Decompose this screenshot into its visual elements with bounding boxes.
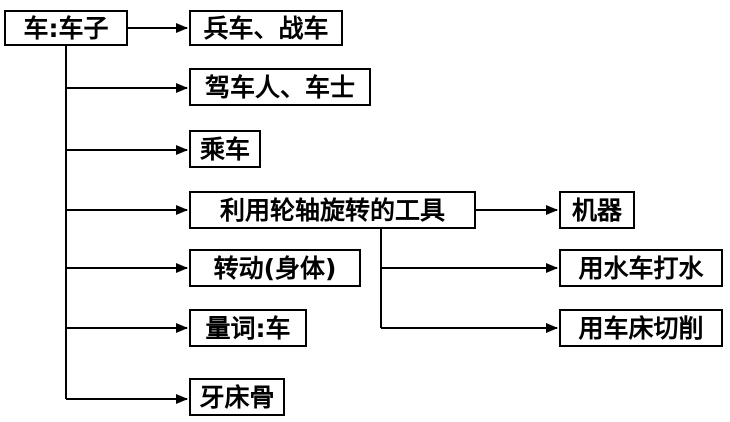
branch-node-4: 利用轮轴旋转的工具	[189, 191, 476, 229]
branch-node-6: 量词:车	[189, 309, 307, 347]
branch-node-5: 转动(身体)	[189, 249, 361, 287]
branch-node-2: 驾车人、车士	[189, 68, 371, 106]
branch-node-7: 牙床骨	[189, 378, 285, 416]
tool-sub-node-2: 用水车打水	[559, 249, 723, 287]
branch-node-1: 兵车、战车	[189, 10, 343, 46]
tool-sub-node-3: 用车床切削	[559, 309, 723, 347]
branch-node-3: 乘车	[189, 130, 261, 168]
root-node: 车:车子	[4, 10, 128, 46]
tool-sub-node-1: 机器	[559, 191, 635, 229]
